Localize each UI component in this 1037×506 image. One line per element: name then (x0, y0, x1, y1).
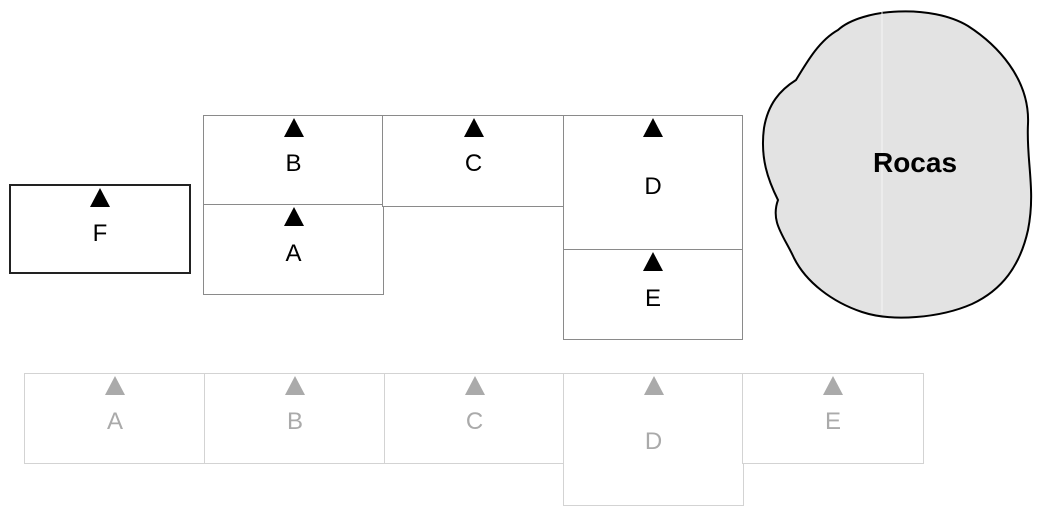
rocks-label: Rocas (828, 147, 1002, 179)
